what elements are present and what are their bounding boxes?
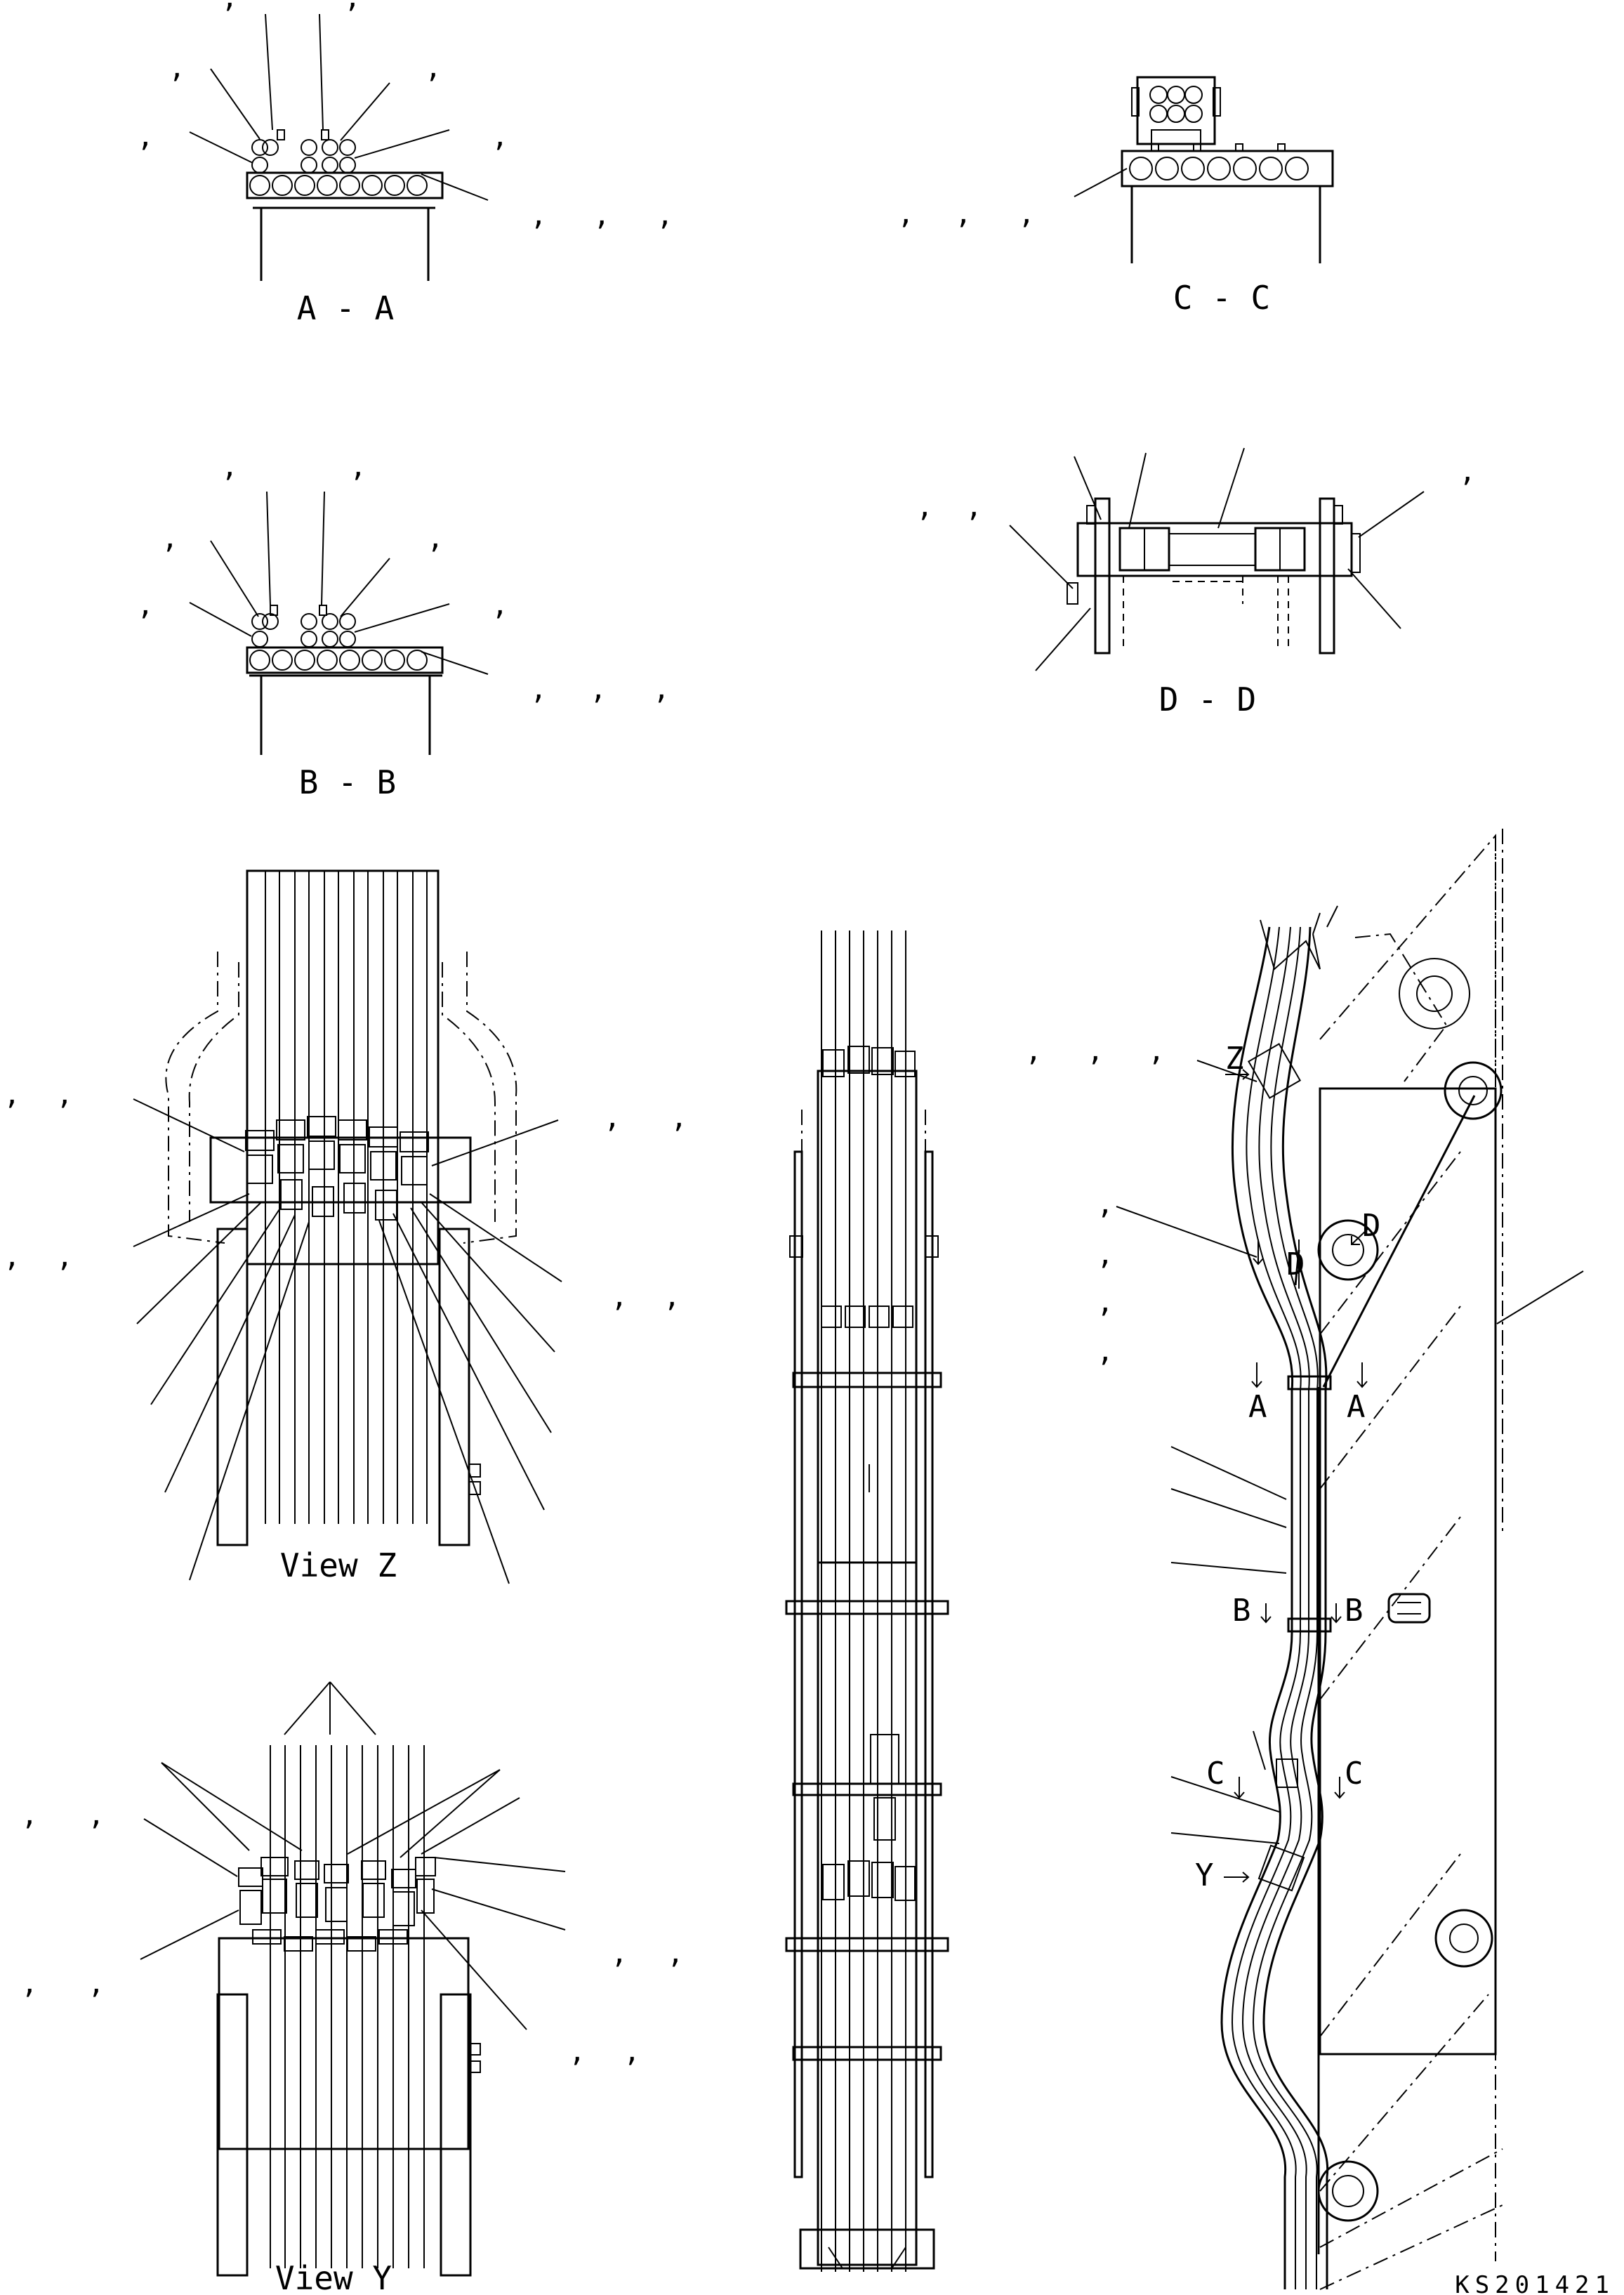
callout-separator: ,: [897, 198, 914, 230]
callout-separator: ,: [1018, 198, 1035, 230]
callouts-bb: , , , , , , , , ,: [137, 451, 670, 706]
callout-separator: ,: [1148, 1035, 1165, 1067]
callout-separator: ,: [137, 121, 154, 153]
section-dd-drawing: [1009, 447, 1425, 671]
callout-separator: ,: [56, 1241, 73, 1273]
callout-separator: ,: [590, 673, 607, 706]
marker-c: C: [1345, 1756, 1364, 1791]
callout-separator: ,: [569, 2036, 586, 2068]
callouts-view-z: , , , , , , , ,: [4, 1079, 687, 1313]
marker-a: A: [1347, 1389, 1366, 1425]
callout-separator: ,: [611, 1938, 628, 1970]
callout-separator: ,: [221, 0, 238, 14]
marker-d: D: [1286, 1247, 1305, 1282]
callout-separator: ,: [1097, 1188, 1114, 1221]
callout-separator: ,: [611, 1281, 628, 1313]
callouts-aa: , , , , , , , , ,: [137, 0, 673, 232]
section-bb-drawing: [189, 491, 489, 755]
center-hose-bundle-view: [785, 931, 949, 2272]
marker-a: A: [1248, 1389, 1267, 1425]
callout-separator: ,: [161, 522, 178, 555]
callout-separator: ,: [350, 451, 367, 483]
section-bb-title: B - B: [299, 763, 396, 801]
callout-separator: ,: [1087, 1035, 1104, 1067]
marker-y: Y: [1195, 1857, 1214, 1893]
view-z-drawing: [133, 869, 562, 1584]
callout-separator: ,: [593, 199, 610, 232]
callouts-view-y: , , , , , , , ,: [21, 1799, 684, 2068]
marker-c: C: [1206, 1756, 1225, 1791]
callout-separator: ,: [653, 673, 670, 706]
callout-separator: ,: [4, 1079, 20, 1111]
callout-separator: ,: [1097, 1336, 1114, 1368]
callout-separator: ,: [604, 1102, 621, 1134]
callout-separator: ,: [221, 451, 238, 483]
marker-b: B: [1232, 1593, 1251, 1629]
callout-separator: ,: [88, 1968, 105, 2000]
callout-separator: ,: [623, 2036, 640, 2068]
callout-separator: ,: [1097, 1239, 1114, 1271]
section-cc-title: C - C: [1173, 279, 1270, 317]
callout-separator: ,: [56, 1079, 73, 1111]
callout-separator: ,: [427, 522, 444, 555]
section-aa-drawing: [189, 13, 489, 281]
callout-separator: ,: [344, 0, 361, 14]
callouts-cc: , , ,: [897, 198, 1035, 230]
callout-separator: ,: [671, 1102, 687, 1134]
callout-separator: ,: [1025, 1035, 1042, 1067]
callouts-dd: , , ,: [916, 456, 1476, 523]
callout-separator: ,: [664, 1281, 680, 1313]
callout-separator: ,: [955, 198, 972, 230]
callout-separator: ,: [137, 589, 154, 622]
section-dd-title: D - D: [1159, 680, 1256, 718]
callout-separator: ,: [667, 1938, 684, 1970]
callout-separator: ,: [491, 121, 508, 153]
callout-separator: ,: [1097, 1287, 1114, 1319]
callout-separator: ,: [1459, 456, 1476, 488]
callout-separator: ,: [965, 491, 982, 523]
view-y-drawing: [140, 1681, 566, 2277]
section-markers: Z Y D D A A B B C C: [1195, 1041, 1381, 1893]
callout-separator: ,: [916, 491, 933, 523]
drawing-code: KS201421: [1455, 2271, 1615, 2295]
marker-b: B: [1345, 1593, 1364, 1629]
callout-separator: ,: [169, 52, 185, 84]
arm-side-view: [1116, 829, 1584, 2290]
view-z-title: View Z: [280, 1546, 397, 1584]
section-aa-title: A - A: [297, 289, 394, 327]
callout-separator: ,: [21, 1968, 38, 2000]
callout-separator: ,: [88, 1799, 105, 1832]
section-cc-drawing: [1074, 76, 1334, 263]
callout-separator: ,: [425, 52, 442, 84]
callout-separator: ,: [491, 589, 508, 622]
marker-d: D: [1362, 1208, 1381, 1244]
callout-separator: ,: [656, 199, 673, 232]
callout-separator: ,: [21, 1799, 38, 1832]
view-y-title: View Y: [275, 2259, 392, 2295]
callout-separator: ,: [530, 673, 547, 706]
callouts-right-view: , , , , , , ,: [1025, 1035, 1165, 1368]
callout-separator: ,: [4, 1241, 20, 1273]
marker-z: Z: [1225, 1041, 1244, 1077]
callout-separator: ,: [530, 199, 547, 232]
